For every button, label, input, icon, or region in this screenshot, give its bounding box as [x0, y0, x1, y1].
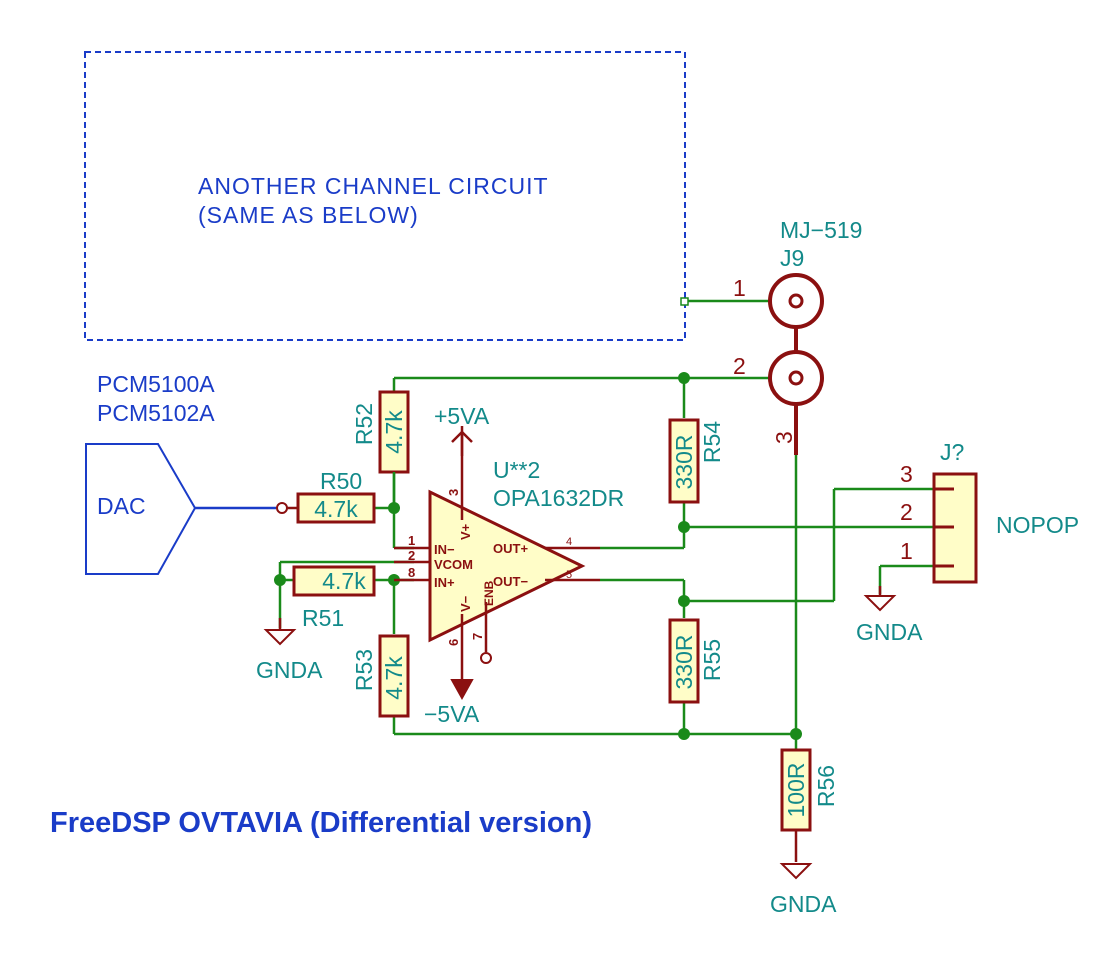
ground-icon: [263, 629, 297, 646]
gnd-left[interactable]: GNDA: [256, 618, 323, 683]
opamp-pinnum-6: 6: [446, 639, 461, 646]
jack-j9[interactable]: MJ−519 J9 1 2 3: [733, 217, 862, 455]
ground-icon: [863, 595, 897, 612]
opamp-pin-vplus: V+: [458, 523, 473, 540]
ground-icon: [779, 863, 813, 880]
connector-jq[interactable]: J? 3 2 1 NOPOP: [900, 439, 1079, 584]
r53-ref: R53: [351, 649, 377, 691]
connector-pin3: 3: [900, 461, 913, 487]
r55-ref: R55: [699, 639, 725, 681]
r56-value: 100R: [783, 763, 809, 818]
opamp-pinnum-5: 5: [566, 569, 572, 581]
dac-pin-terminal: [276, 502, 288, 514]
r56-ref: R56: [813, 765, 839, 807]
opamp-pin-in-plus: IN+: [434, 575, 455, 590]
power-plus-5va[interactable]: +5VA: [434, 403, 490, 456]
connector-ref: J?: [940, 439, 964, 465]
gnd-bottom[interactable]: GNDA: [770, 863, 837, 917]
block-note-line2: (SAME AS BELOW): [198, 202, 419, 228]
connector-pin2: 2: [900, 499, 913, 525]
r51-ref: R51: [302, 605, 344, 631]
power-minus-5va[interactable]: −5VA: [424, 679, 480, 727]
r50-value: 4.7k: [314, 496, 358, 522]
gnd-connector[interactable]: GNDA: [856, 586, 923, 645]
jack-model: MJ−519: [780, 217, 862, 243]
another-channel-block[interactable]: [84, 51, 686, 341]
block-note-line1: ANOTHER CHANNEL CIRCUIT: [198, 173, 549, 199]
gnd-left-label: GNDA: [256, 657, 323, 683]
dac-label: DAC: [97, 493, 146, 519]
connector-value: NOPOP: [996, 512, 1079, 538]
opamp-pin-in-minus: IN−: [434, 542, 455, 557]
block-port-marker: [680, 297, 689, 306]
schematic-title: FreeDSP OVTAVIA (Differential version): [50, 807, 592, 839]
jack-pin2: 2: [733, 353, 746, 379]
opamp-pin-vcom: VCOM: [434, 557, 473, 572]
resistor-r52[interactable]: 4.7k R52: [351, 390, 410, 508]
r50-ref: R50: [320, 468, 362, 494]
opamp-pin-vminus: V−: [458, 595, 473, 612]
opamp-pin-out-plus: OUT+: [493, 541, 528, 556]
jack-ref: J9: [780, 245, 804, 271]
resistor-r53[interactable]: 4.7k R53: [351, 634, 410, 718]
opamp-pin-out-minus: OUT−: [493, 574, 528, 589]
opamp-value: OPA1632DR: [493, 485, 624, 511]
r54-ref: R54: [699, 421, 725, 463]
opamp-u2[interactable]: U**2 OPA1632DR IN− VCOM IN+ OUT+ OUT− V+…: [394, 426, 624, 680]
resistor-r56[interactable]: 100R R56: [780, 748, 839, 862]
r53-value: 4.7k: [381, 656, 407, 700]
gnd-connector-label: GNDA: [856, 619, 923, 645]
gnd-bottom-label: GNDA: [770, 891, 837, 917]
r52-ref: R52: [351, 403, 377, 445]
opamp-pinnum-1: 1: [408, 533, 415, 548]
r54-value: 330R: [671, 435, 697, 490]
power-plus-label: +5VA: [434, 403, 490, 429]
dac-part-1: PCM5100A: [97, 371, 215, 397]
opamp-pin-enb: ENB: [482, 580, 496, 606]
minus-supply-arrow-icon: [450, 679, 474, 701]
r51-value: 4.7k: [322, 568, 366, 594]
resistor-r54[interactable]: 330R R54: [668, 418, 725, 504]
resistor-r50[interactable]: 4.7k R50: [287, 468, 376, 524]
opamp-ref: U**2: [493, 457, 540, 483]
opamp-pinnum-7: 7: [470, 633, 485, 640]
r52-value: 4.7k: [381, 410, 407, 454]
connector-pin1: 1: [900, 538, 913, 564]
jack-pin1: 1: [733, 275, 746, 301]
dac-part-2: PCM5102A: [97, 400, 215, 426]
dac-hier-label[interactable]: [85, 443, 197, 575]
resistor-r51[interactable]: 4.7k R51: [292, 565, 376, 631]
opamp-pinnum-8: 8: [408, 565, 415, 580]
resistor-r55[interactable]: 330R R55: [668, 618, 725, 704]
wires: [278, 299, 934, 750]
opamp-pinnum-3: 3: [446, 489, 461, 496]
r55-value: 330R: [671, 635, 697, 690]
opamp-pinnum-2: 2: [408, 548, 415, 563]
opamp-pinnum-4: 4: [566, 536, 572, 548]
power-minus-label: −5VA: [424, 701, 480, 727]
jack-pin3: 3: [771, 431, 797, 444]
